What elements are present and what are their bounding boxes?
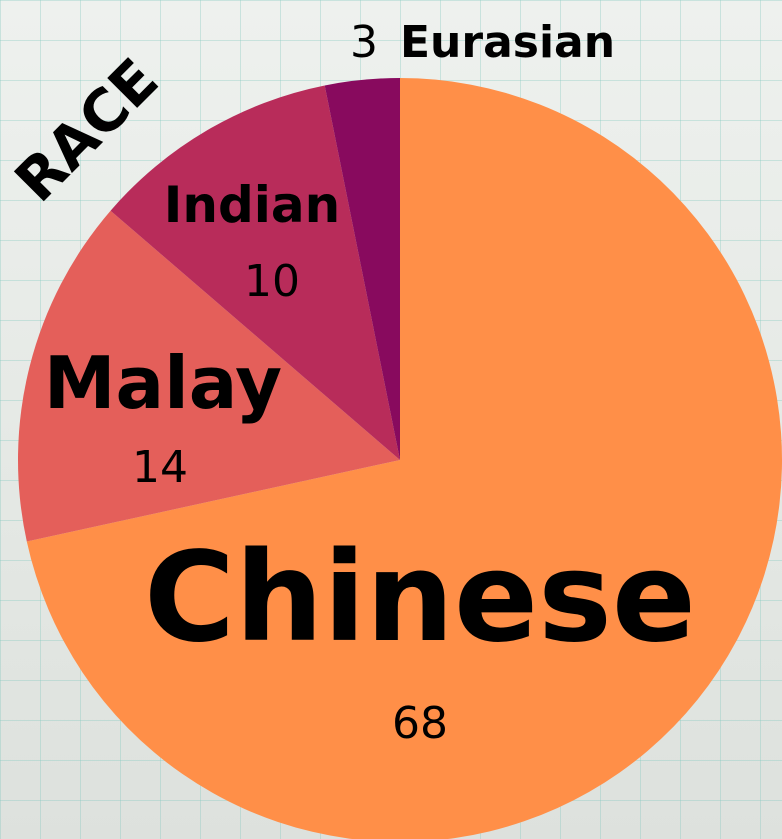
pie-slice-eurasian bbox=[324, 78, 400, 460]
pie-slice-indian bbox=[110, 85, 401, 461]
data-label-eurasian-value: 3 bbox=[350, 17, 378, 68]
pie-slice-chinese bbox=[26, 78, 782, 839]
data-label-chinese-name: Chinese bbox=[144, 526, 696, 670]
data-label-eurasian-name: Eurasian bbox=[400, 17, 615, 68]
data-label-indian-name: Indian bbox=[164, 176, 340, 234]
data-label-malay-name: Malay bbox=[44, 341, 282, 425]
pie-slice-malay bbox=[17, 210, 400, 542]
pie-slices bbox=[17, 78, 782, 839]
data-label-indian-value: 10 bbox=[244, 256, 300, 307]
data-label-chinese-value: 68 bbox=[392, 698, 448, 749]
data-label-malay-value: 14 bbox=[132, 442, 188, 493]
